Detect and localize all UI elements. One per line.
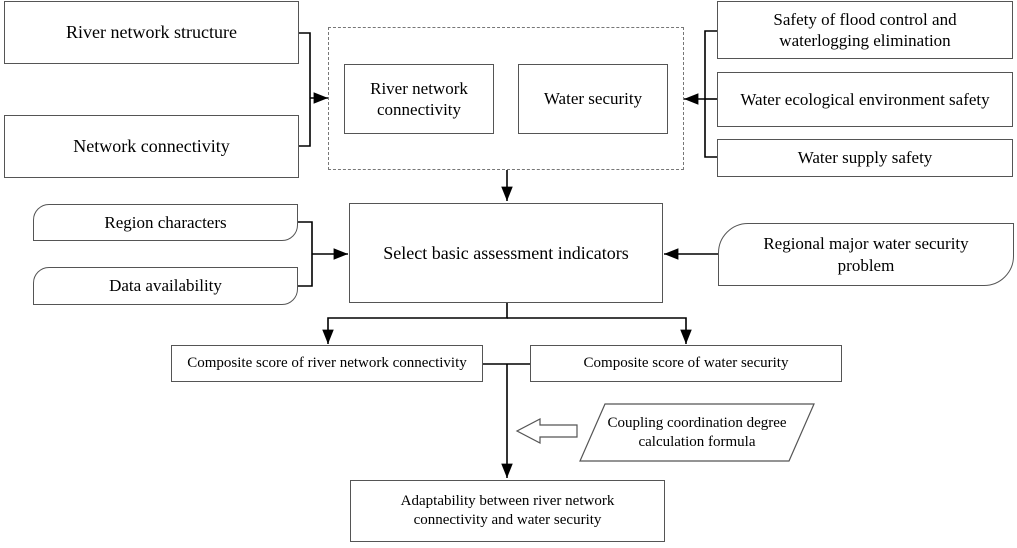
connectivity-score-box: Composite score of river network connect… [171,345,483,382]
network-connectivity-label: Network connectivity [73,136,230,157]
coupling-formula-box: Coupling coordination degree calculation… [592,404,802,461]
water-supply-box: Water supply safety [717,139,1013,177]
coupling-formula-label: Coupling coordination degree calculation… [607,414,787,450]
flood-control-label: Safety of flood control and waterlogging… [773,9,957,50]
select-indicators-label: Select basic assessment indicators [383,242,629,263]
region-characters-box: Region characters [33,204,298,241]
adaptability-result-box: Adaptability between river network conne… [350,480,665,542]
data-availability-box: Data availability [33,267,298,305]
network-connectivity-box: Network connectivity [4,115,299,178]
river-network-connectivity-box: River network connectivity [344,64,494,134]
regional-problem-label: Regional major water security problem [763,234,969,275]
adaptability-result-label: Adaptability between river network conne… [400,493,615,528]
security-score-box: Composite score of water security [530,345,842,382]
river-network-connectivity-label: River network connectivity [370,78,468,119]
regional-problem-box: Regional major water security problem [718,223,1014,286]
region-characters-label: Region characters [104,212,227,232]
right-top-bracket [704,30,717,158]
coupling-parallelogram-shape [579,403,815,462]
coupling-hollow-arrow-icon [515,418,578,444]
connectivity-score-label: Composite score of river network connect… [187,355,467,372]
flood-control-box: Safety of flood control and waterlogging… [717,1,1013,59]
select-indicators-box: Select basic assessment indicators [349,203,663,303]
water-security-label: Water security [543,89,643,109]
select-to-security-score-arrow [507,317,692,344]
river-network-structure-label: River network structure [66,22,237,43]
connectivity-security-group [328,27,684,170]
left-top-bracket [299,32,311,147]
data-availability-label: Data availability [109,276,222,296]
select-to-connectivity-score-arrow [322,303,508,344]
left-mid-bracket [298,221,313,287]
river-network-structure-box: River network structure [4,1,299,64]
ecological-safety-label: Water ecological environment safety [740,89,990,109]
water-security-box: Water security [518,64,668,134]
security-score-label: Composite score of water security [583,355,789,372]
water-supply-label: Water supply safety [797,148,933,168]
ecological-safety-box: Water ecological environment safety [717,72,1013,127]
